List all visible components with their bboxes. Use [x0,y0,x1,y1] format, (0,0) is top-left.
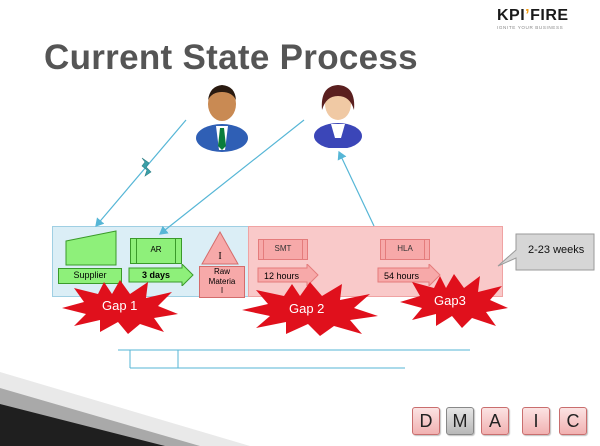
dmaic-tab-d[interactable]: D [412,407,440,435]
supplier-label: Supplier [73,270,107,280]
raw-material-line2: Materia [208,277,236,286]
gap-1-starburst [62,280,178,334]
supplier-label-box: Supplier [58,268,122,284]
gap-3-starburst [400,274,508,328]
smt-label: SMT [274,244,292,253]
logo-fire-text: FIRE [530,7,569,24]
dmaic-tab-i[interactable]: I [522,407,550,435]
smt-time-arrow [257,264,319,286]
buyer-person-icon [196,85,248,152]
hla-label: HLA [397,244,413,253]
supplier-factory-icon [65,230,117,266]
hla-time-arrow [377,264,441,286]
kpi-fire-logo: KPI’FIRE IGNITE YOUR BUSINESS [497,7,595,30]
ar-label: AR [150,245,162,254]
hla-process-box: HLA [380,239,430,260]
ar-time-label: 3 days [141,270,171,280]
dmaic-tab-c[interactable]: C [559,407,587,435]
logo-flame-icon: ’ [525,7,531,24]
logo-tagline: IGNITE YOUR BUSINESS [497,25,564,30]
inventory-symbol: I [218,251,222,262]
gap-2-starburst [242,282,378,336]
raw-material-line3: l [221,286,223,295]
dmaic-tab-m[interactable]: M [446,407,474,435]
smt-process-box: SMT [258,239,308,260]
gap-3-label: Gap3 [434,293,466,308]
raw-material-line1: Raw [213,267,230,276]
slide-title: Current State Process [44,38,418,77]
gap-1-label: Gap 1 [102,298,138,313]
logo-kpi-text: KPI [497,7,526,24]
duration-callout-text: 2-23 weeks [528,244,585,256]
gap-2-label: Gap 2 [289,301,325,316]
dmaic-tab-a[interactable]: A [481,407,509,435]
raw-material-box: Raw Materia l [199,266,245,298]
smt-time-label: 12 hours [264,271,300,281]
planner-person-icon [314,85,362,148]
inventory-triangle-icon [201,230,239,265]
hla-time-label: 54 hours [384,271,420,281]
corner-swoosh-decoration [0,372,250,446]
ar-process-box: AR [130,238,182,264]
ar-time-arrow [128,264,194,286]
duration-callout-bubble [497,233,595,271]
